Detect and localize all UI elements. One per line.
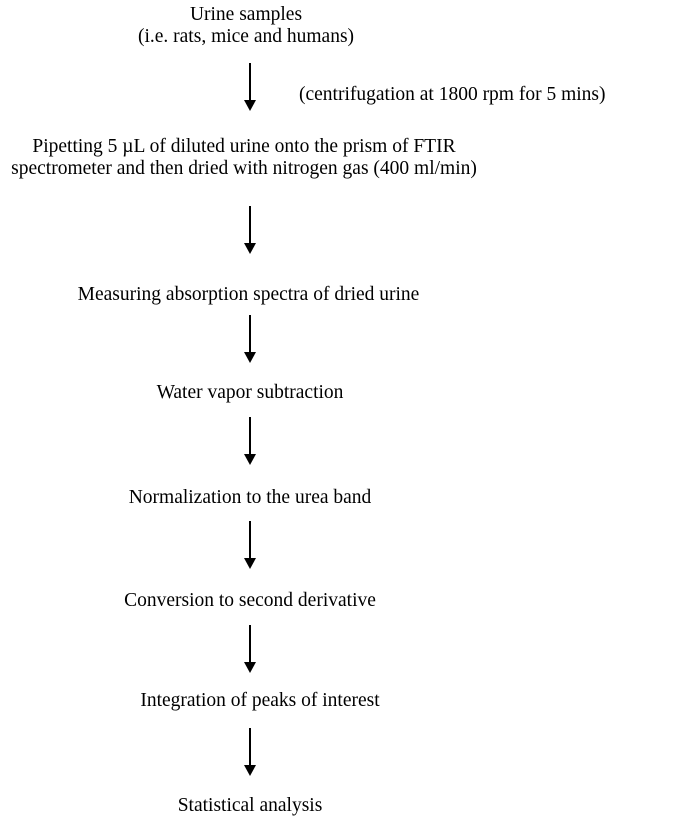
step-line: Urine samples	[189, 4, 303, 25]
arrow-6	[244, 625, 256, 673]
step-normalization: Normalization to the urea band	[0, 487, 500, 509]
arrow-3	[244, 315, 256, 363]
step-line: spectrometer and then dried with nitroge…	[11, 158, 477, 179]
step-line: Statistical analysis	[177, 795, 323, 816]
arrow-4	[244, 417, 256, 465]
step-line: Integration of peaks of interest	[140, 690, 380, 711]
arrow-1	[244, 63, 256, 111]
step-pipetting: Pipetting 5 µL of diluted urine onto the…	[0, 136, 488, 180]
arrow-7	[244, 728, 256, 776]
step-urine-samples: Urine samples (i.e. rats, mice and human…	[0, 4, 492, 48]
step-statistical-analysis: Statistical analysis	[0, 795, 500, 817]
step-integration: Integration of peaks of interest	[0, 690, 520, 712]
arrow-5	[244, 521, 256, 569]
step-line: Water vapor subtraction	[156, 382, 344, 403]
step-conversion: Conversion to second derivative	[0, 590, 500, 612]
centrifugation-note: (centrifugation at 1800 rpm for 5 mins)	[299, 84, 606, 105]
step-line: Measuring absorption spectra of dried ur…	[77, 284, 420, 305]
step-line: (i.e. rats, mice and humans)	[137, 26, 355, 47]
step-water-vapor-subtraction: Water vapor subtraction	[0, 382, 500, 404]
step-line: Pipetting 5 µL of diluted urine onto the…	[32, 136, 456, 157]
step-line: Normalization to the urea band	[128, 487, 372, 508]
arrow-2	[244, 206, 256, 254]
step-measuring-absorption: Measuring absorption spectra of dried ur…	[0, 284, 497, 306]
step-line: Conversion to second derivative	[124, 590, 376, 611]
